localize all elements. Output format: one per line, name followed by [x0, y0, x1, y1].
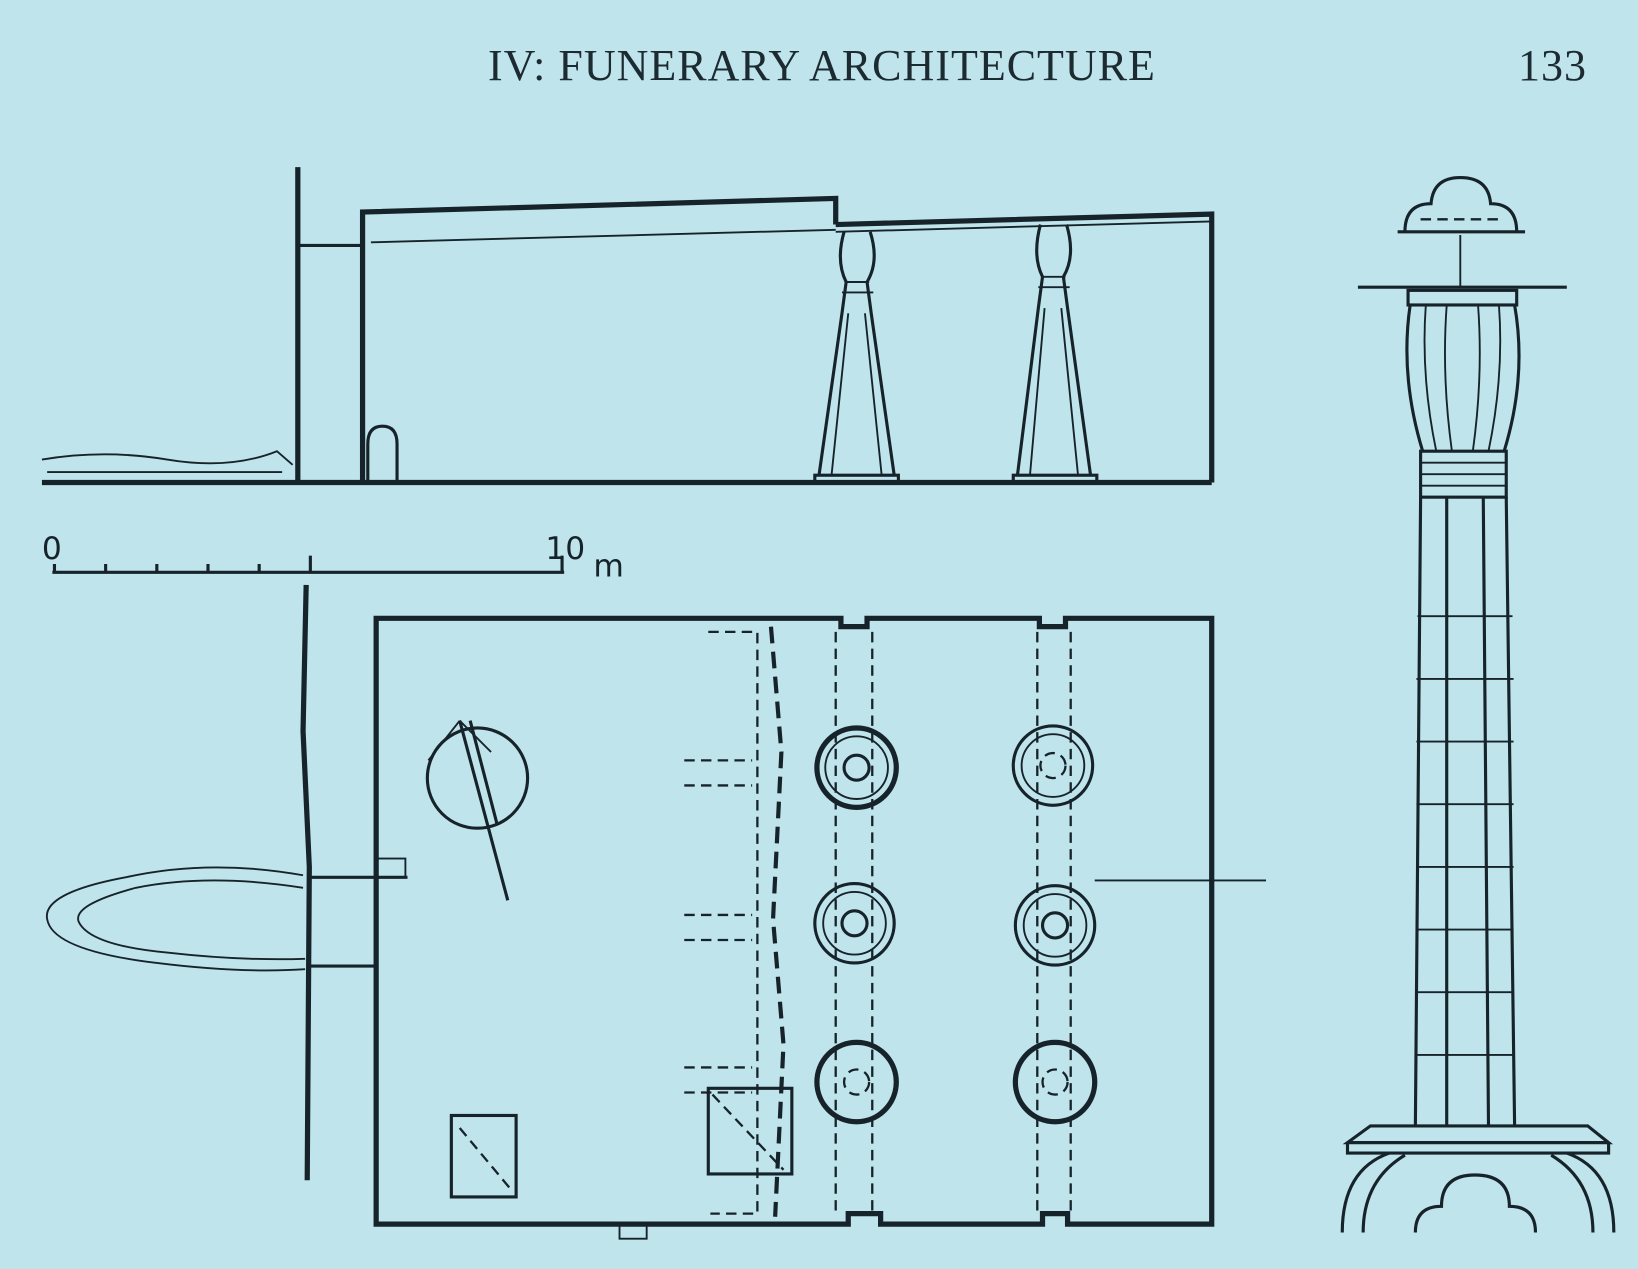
sarcophagus-circle — [425, 720, 530, 901]
plan-column-2 — [1011, 724, 1095, 807]
scale-end-label: 10 — [545, 531, 585, 567]
section-column-1 — [813, 231, 900, 485]
section-column-2 — [1011, 224, 1099, 485]
plan-column-6 — [1012, 1039, 1098, 1125]
plan-column-1 — [814, 725, 899, 810]
scale-bar: 0 10 m — [42, 531, 624, 585]
tomb-section-drawing — [41, 167, 1215, 486]
scale-unit-label: m — [593, 549, 624, 585]
scale-start-label: 0 — [42, 531, 62, 567]
plan-column-4 — [1013, 884, 1097, 967]
column-elevation-drawing — [1340, 175, 1616, 1233]
plan-column-3 — [813, 882, 896, 965]
page-number: 133 — [1518, 41, 1587, 90]
running-title: IV: FUNERARY ARCHITECTURE — [488, 41, 1156, 90]
tomb-plan-drawing — [46, 584, 1267, 1240]
plan-column-5 — [814, 1039, 899, 1125]
